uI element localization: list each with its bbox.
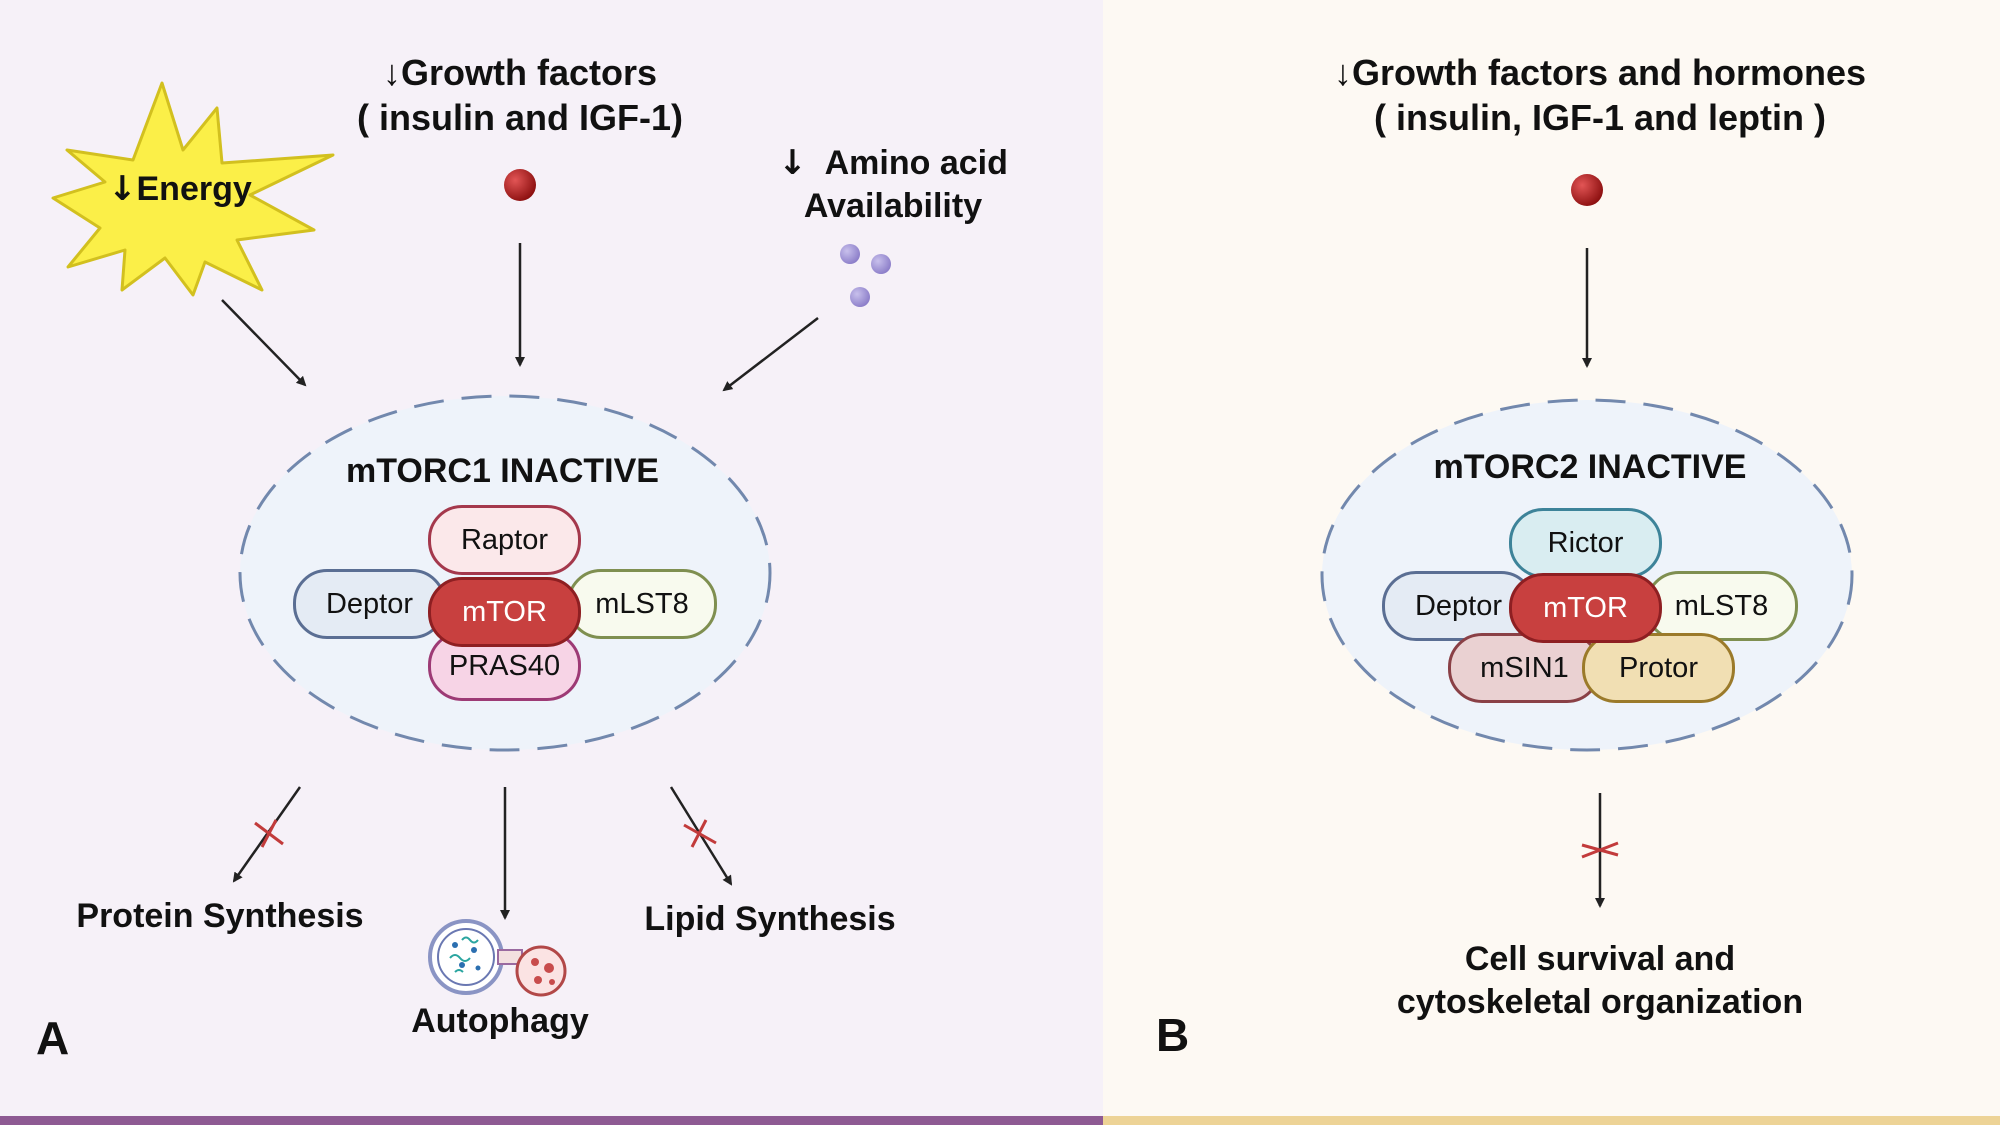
energy-arrow	[221, 299, 307, 387]
inhibition-mark	[260, 819, 278, 848]
msin1-subunit: mSIN1	[1448, 633, 1601, 703]
autophagosome-icon	[428, 919, 567, 997]
amino-acid-line2: Availability	[803, 186, 983, 225]
lipid-synthesis-label: Lipid Synthesis	[644, 900, 896, 938]
amino-acid-dot-icon	[871, 254, 891, 274]
inhibition-mark	[1581, 841, 1619, 859]
growth-factors-label: ↓Growth factors ( insulin and IGF-1)	[330, 50, 710, 140]
raptor-subunit: Raptor	[428, 505, 581, 575]
rictor-subunit: Rictor	[1509, 508, 1662, 578]
mtor-subunit: mTOR	[428, 577, 581, 647]
amino-acid-dot-icon	[850, 287, 870, 307]
cell-survival-line2: cytoskeletal organization	[1396, 982, 1804, 1021]
mlst8-subunit: mLST8	[1645, 571, 1798, 641]
panel-b-letter: B	[1156, 1009, 1190, 1061]
cell-survival-label: Cell survival and cytoskeletal organizat…	[1340, 938, 1860, 1023]
panel-b-bottom-bar	[1103, 1116, 2000, 1125]
mtor-subunit: mTOR	[1509, 573, 1662, 643]
panel-a-bottom-bar	[0, 1116, 1103, 1125]
amino-acid-line1: Amino acid	[824, 144, 1008, 182]
protein-synthesis-arrow	[232, 786, 302, 883]
panel-a-letter: A	[36, 1012, 70, 1064]
autophagy-label: Autophagy	[411, 1002, 589, 1040]
amino-acid-label: ↓ Amino acid Availability	[768, 142, 1018, 227]
amino-acid-arrow	[722, 317, 819, 392]
energy-text: Energy	[136, 170, 252, 208]
growth-factors-hormones-label: ↓Growth factors and hormones ( insulin, …	[1270, 50, 1930, 140]
growth-factors-line1: ↓Growth factors	[382, 52, 658, 93]
mtorc1-title: mTORC1 INACTIVE	[346, 452, 659, 490]
inhibition-mark	[690, 819, 708, 848]
growth-factors-line2: ( insulin and IGF-1)	[357, 97, 683, 138]
amino-acid-dot-icon	[840, 244, 860, 264]
energy-label: ↓Energy	[108, 168, 252, 211]
down-arrow-icon: ↓	[108, 169, 137, 209]
cell-survival-line1: Cell survival and	[1464, 940, 1736, 978]
deptor-subunit: Deptor	[1382, 571, 1535, 641]
deptor-subunit: Deptor	[293, 569, 446, 639]
growth-factor-ligand-icon	[504, 169, 536, 201]
protor-subunit: Protor	[1582, 633, 1735, 703]
energy-starburst-icon	[51, 81, 335, 297]
growth-factors-hormones-line2: ( insulin, IGF-1 and leptin )	[1374, 97, 1826, 138]
growth-factor-ligand-icon	[1571, 174, 1603, 206]
mlst8-subunit: mLST8	[567, 569, 717, 639]
down-arrow-icon: ↓	[778, 143, 807, 183]
protein-synthesis-label: Protein Synthesis	[76, 897, 364, 935]
mtorc2-title: mTORC2 INACTIVE	[1433, 448, 1747, 486]
growth-factors-hormones-line1: ↓Growth factors and hormones	[1333, 52, 1867, 93]
